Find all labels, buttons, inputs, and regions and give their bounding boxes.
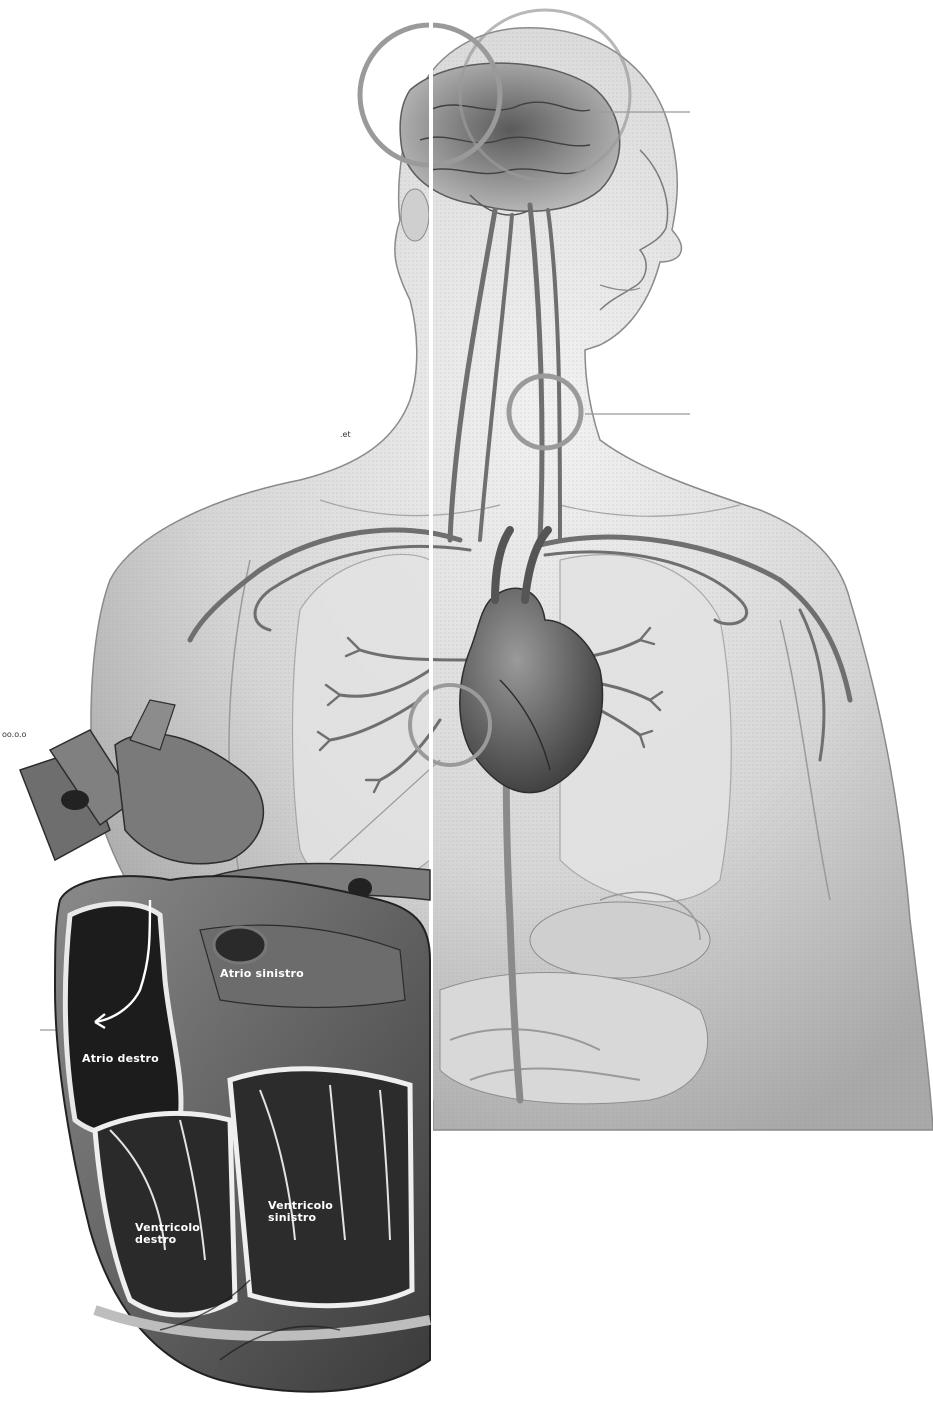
left-ventricle-label-line2: sinistro (268, 1212, 333, 1224)
right-ventricle-label: Ventricolo destro (135, 1222, 200, 1246)
left-ventricle-label: Ventricolo sinistro (268, 1200, 333, 1224)
right-ventricle-label-line2: destro (135, 1234, 200, 1246)
left-atrium-label: Atrio sinistro (220, 968, 304, 980)
right-atrium-label: Atrio destro (82, 1053, 159, 1065)
neck-mark: .et (340, 430, 351, 439)
left-edge-mark: oo.o.o (2, 730, 26, 739)
